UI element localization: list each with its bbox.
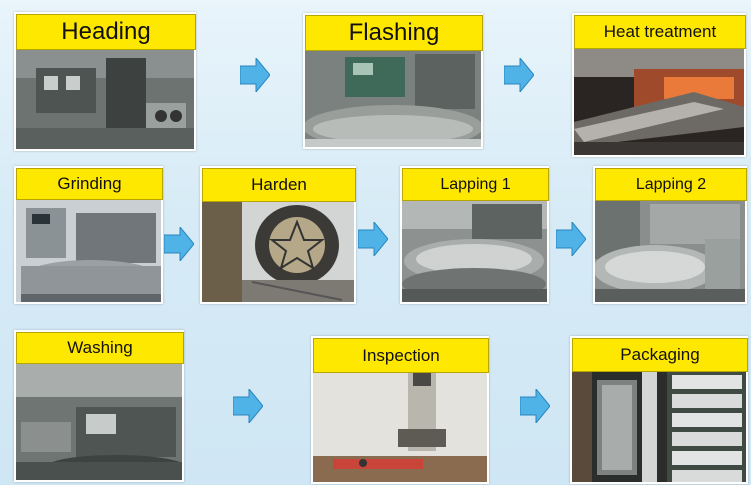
step-label-grinding: Grinding xyxy=(16,168,163,200)
step-heading: Heading xyxy=(14,12,196,151)
heat-treatment-furnace-photo xyxy=(574,47,744,155)
arrow-right-icon xyxy=(233,389,263,423)
arrow-right-icon xyxy=(556,222,586,256)
grinding-machine-photo xyxy=(16,198,161,302)
arrow-right-icon xyxy=(164,227,194,261)
step-label-lapping-1: Lapping 1 xyxy=(402,168,549,201)
step-label-washing: Washing xyxy=(16,332,184,364)
step-inspection: Inspection xyxy=(311,336,489,484)
arrow-right-icon xyxy=(520,389,550,423)
step-lapping-2: Lapping 2 xyxy=(593,166,747,304)
step-grinding: Grinding xyxy=(14,166,163,304)
step-label-packaging: Packaging xyxy=(572,338,748,372)
packaging-warehouse-photo xyxy=(572,370,746,482)
step-packaging: Packaging xyxy=(570,336,748,484)
inspection-instrument-photo xyxy=(313,371,487,482)
step-label-inspection: Inspection xyxy=(313,338,489,373)
step-label-harden: Harden xyxy=(202,168,356,202)
lapping-2-machine-photo xyxy=(595,199,745,302)
step-label-flashing: Flashing xyxy=(305,15,483,51)
step-label-lapping-2: Lapping 2 xyxy=(595,168,747,201)
step-flashing: Flashing xyxy=(303,13,483,149)
heading-machine-photo xyxy=(16,48,194,149)
arrow-right-icon xyxy=(240,58,270,92)
washing-machine-photo xyxy=(16,362,182,480)
lapping-1-machine-photo xyxy=(402,199,547,302)
step-heat-treatment: Heat treatment xyxy=(572,13,746,157)
harden-machine-photo xyxy=(202,200,354,302)
step-label-heading: Heading xyxy=(16,14,196,50)
step-label-heat-treatment: Heat treatment xyxy=(574,15,746,49)
arrow-right-icon xyxy=(358,222,388,256)
step-lapping-1: Lapping 1 xyxy=(400,166,549,304)
step-harden: Harden xyxy=(200,166,356,304)
arrow-right-icon xyxy=(504,58,534,92)
flashing-machine-photo xyxy=(305,49,481,147)
step-washing: Washing xyxy=(14,330,184,482)
